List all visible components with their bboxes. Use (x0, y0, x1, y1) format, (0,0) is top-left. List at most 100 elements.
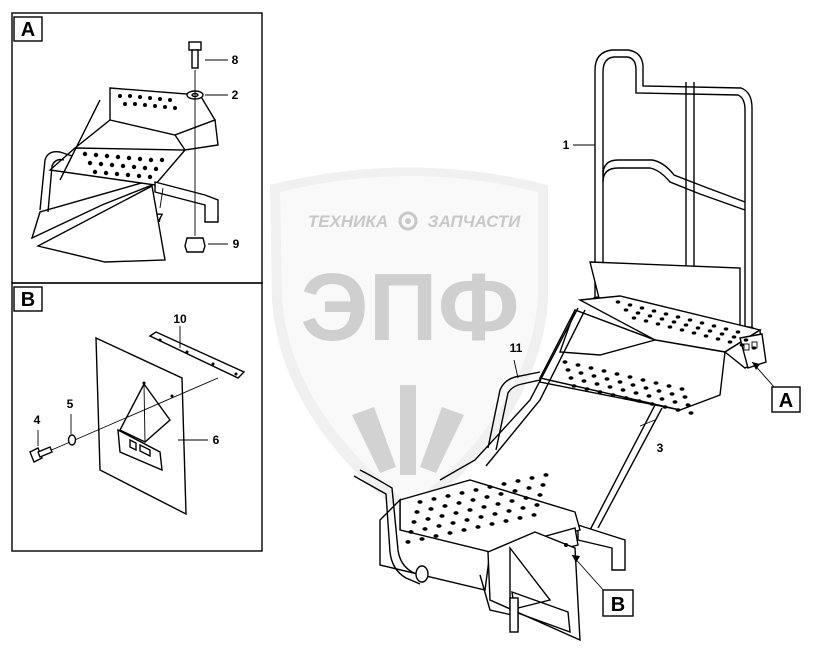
perforation-hole (659, 397, 665, 401)
perforation-hole (459, 491, 465, 495)
inset-a-tag: A (21, 19, 35, 41)
main-assembly: 1 3 (353, 49, 801, 642)
perforation-hole (414, 510, 420, 514)
step-assembly-a (30, 87, 219, 263)
inset-b-tag: B (21, 289, 35, 311)
callout-b: B (571, 554, 634, 617)
perforation-hole (643, 319, 649, 323)
perforation-hole (526, 486, 532, 490)
perforation-hole (442, 504, 448, 508)
perforation-hole (743, 338, 749, 342)
perforation-hole (439, 514, 445, 518)
perforation-hole (671, 320, 677, 324)
perforation-hole (588, 366, 594, 370)
mudflap-6: 6 (95, 336, 220, 516)
perforation-hole (489, 522, 495, 526)
perforation-hole (669, 392, 675, 396)
perforation-hole (515, 479, 521, 483)
perforation-hole (445, 494, 451, 498)
perforation-hole (631, 316, 637, 320)
perforation-hole (456, 501, 462, 505)
perforation-hole (450, 521, 456, 525)
perforation-hole (417, 500, 423, 504)
perforation-hole (711, 324, 717, 328)
perforation-hole (649, 402, 655, 406)
perforation-hole (623, 396, 629, 400)
perforation-hole (617, 380, 623, 384)
grab-handle-11: 11 (487, 341, 541, 451)
perforation-hole (433, 534, 439, 538)
perforation-hole (656, 389, 662, 393)
perforation-hole (492, 512, 498, 516)
watermark-text-right: ЗАПЧАСТИ (428, 212, 521, 231)
perforation-hole (540, 483, 546, 487)
label-7: 7 (157, 211, 164, 225)
perforation-hole (695, 326, 701, 330)
perforation-hole (663, 312, 669, 316)
perforation-hole (509, 499, 515, 503)
perforation-hole (601, 369, 607, 373)
frame-3: 3 (439, 307, 664, 571)
perforation-hole (425, 517, 431, 521)
perforation-hole (453, 511, 459, 515)
perforation-hole (568, 376, 574, 380)
perforation-hole (672, 400, 678, 404)
perforation-hole (620, 388, 626, 392)
perforation-hole (639, 306, 645, 310)
perforation-hole (723, 327, 729, 331)
callout-a-tag: A (779, 390, 793, 412)
perforation-hole (495, 502, 501, 506)
perforation-hole (683, 323, 689, 327)
perforation-hole (534, 503, 540, 507)
mudflap-main (479, 531, 581, 642)
perforation-hole (529, 476, 535, 480)
perforation-hole (687, 318, 693, 322)
perforations (405, 300, 757, 544)
perforation-hole (630, 383, 636, 387)
perforation-hole (575, 363, 581, 367)
wheat-icon (352, 385, 464, 475)
label-9: 9 (233, 237, 240, 251)
perforation-hole (447, 531, 453, 535)
perforation-hole (503, 519, 509, 523)
label-4: 4 (34, 413, 41, 427)
perforation-hole (659, 317, 665, 321)
perforation-hole (675, 408, 681, 412)
nut-9: 9 (184, 237, 240, 253)
perforation-hole (640, 378, 646, 382)
perforation-hole (470, 498, 476, 502)
perforation-hole (679, 328, 685, 332)
strip-10: 10 (148, 312, 246, 379)
perforation-hole (531, 513, 537, 517)
callout-b-tag: B (611, 594, 625, 616)
perforation-hole (501, 482, 507, 486)
perforation-hole (578, 371, 584, 375)
gear-icon (398, 211, 418, 231)
perforation-hole (691, 331, 697, 335)
perforation-hole (607, 385, 613, 389)
perforation-hole (636, 399, 642, 403)
perforation-hole (487, 485, 493, 489)
perforation-hole (655, 322, 661, 326)
perforation-hole (512, 489, 518, 493)
label-2: 2 (232, 88, 239, 102)
perforation-hole (703, 334, 709, 338)
perforation-hole (662, 405, 668, 409)
label-1: 1 (563, 138, 570, 152)
perforation-hole (614, 372, 620, 376)
perforation-hole (635, 311, 641, 315)
perforation-hole (411, 520, 417, 524)
bolt-4: 4 (29, 413, 53, 463)
watermark-big-text: ЭПФ (300, 254, 519, 361)
perforation-hole (594, 382, 600, 386)
perforation-hole (405, 540, 411, 544)
perforation-hole (517, 516, 523, 520)
perforation-hole (719, 332, 725, 336)
perforation-hole (666, 384, 672, 388)
perforation-hole (667, 325, 673, 329)
perforation-hole (520, 506, 526, 510)
perforation-hole (467, 508, 473, 512)
perforation-hole (419, 537, 425, 541)
perforation-hole (685, 403, 691, 407)
